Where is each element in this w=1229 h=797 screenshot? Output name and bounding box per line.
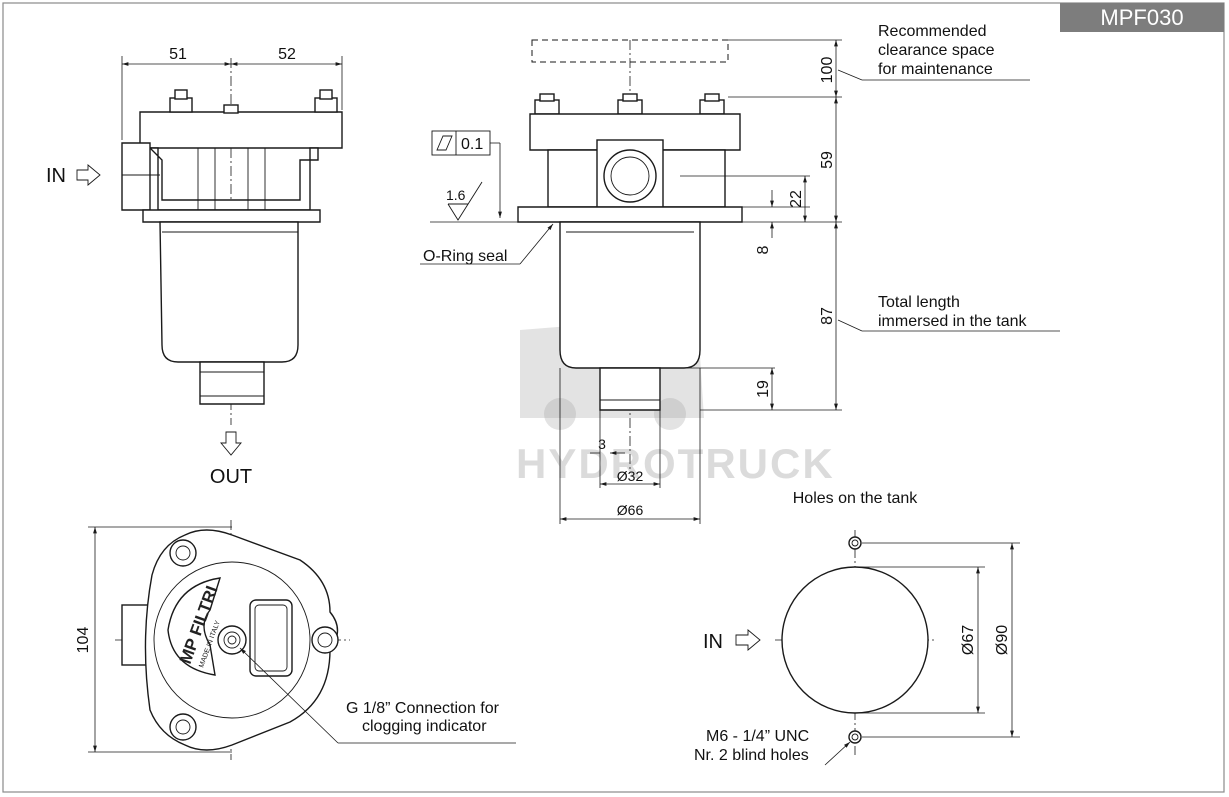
holes-note-line1: M6 - 1/4” UNC xyxy=(706,728,809,745)
dim-52: 52 xyxy=(278,46,296,63)
front-view xyxy=(517,39,743,470)
dim-8: 8 xyxy=(755,245,772,254)
dim-d32: Ø32 xyxy=(617,468,644,484)
indicator-note-line2: clogging indicator xyxy=(362,718,487,735)
dim-100: 100 xyxy=(819,57,836,84)
tolerance-value: 0.1 xyxy=(461,136,483,153)
immersed-note-line2: immersed in the tank xyxy=(878,313,1028,330)
dim-d90: Ø90 xyxy=(994,625,1011,655)
clearance-note-line2: clearance space xyxy=(878,42,995,59)
holes-note-line2: Nr. 2 blind holes xyxy=(694,747,809,764)
dim-d66: Ø66 xyxy=(617,502,644,518)
dim-51: 51 xyxy=(169,46,187,63)
tank-in-label: IN xyxy=(703,631,723,653)
front-height-dimensions xyxy=(660,39,842,411)
clearance-note-line1: Recommended xyxy=(878,23,987,40)
side-view xyxy=(121,58,343,425)
roughness-icon xyxy=(447,181,483,221)
tank-holes-view xyxy=(775,530,1020,755)
blind-hole-bottom xyxy=(848,730,862,744)
top-view-height-dimension xyxy=(88,526,232,753)
dim-59: 59 xyxy=(819,151,836,169)
indicator-note-line1: G 1/8” Connection for xyxy=(346,700,500,717)
out-arrow-icon xyxy=(220,431,242,456)
side-in-arrow-icon xyxy=(76,164,101,186)
flatness-tolerance-frame xyxy=(431,130,502,218)
dim-22: 22 xyxy=(788,190,805,208)
out-label: OUT xyxy=(210,466,252,488)
side-width-dimensions xyxy=(121,56,343,140)
dim-87: 87 xyxy=(819,307,836,325)
top-view: MP FILTRI MADE IN ITALY xyxy=(115,520,350,760)
side-in-label: IN xyxy=(46,165,66,187)
dim-19: 19 xyxy=(755,380,772,398)
dim-3: 3 xyxy=(598,436,606,452)
blind-hole-top xyxy=(848,536,862,550)
watermark-text: HYDROTRUCK xyxy=(516,440,835,487)
clearance-note-line3: for maintenance xyxy=(878,61,993,78)
roughness-value: 1.6 xyxy=(446,187,466,203)
flatness-icon xyxy=(436,135,453,151)
tank-in-arrow-icon xyxy=(735,629,761,651)
dim-d67: Ø67 xyxy=(960,625,977,655)
model-badge-label: MPF030 xyxy=(1100,5,1183,30)
model-badge: MPF030 xyxy=(1060,3,1224,32)
immersed-note-line1: Total length xyxy=(878,294,960,311)
tank-holes-title: Holes on the tank xyxy=(793,490,919,507)
front-diameter-dimensions xyxy=(559,368,701,524)
oring-label: O-Ring seal xyxy=(423,248,507,265)
dim-104: 104 xyxy=(75,627,92,654)
